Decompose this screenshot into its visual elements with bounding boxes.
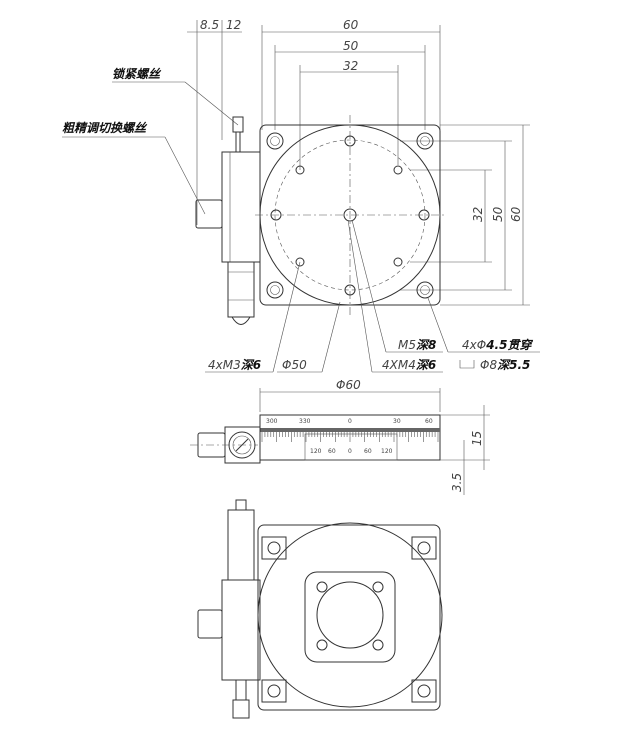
scale-bottom-label: 60 [364,448,372,455]
dim-12: 12 [226,18,241,32]
label-switch-screw: 粗精调切换螺丝 [62,121,148,135]
top-view [195,115,445,325]
callout-m5: M5深8 [398,338,436,352]
scale-top-label: 330 [299,418,311,425]
scale-bottom-label: 120 [310,448,322,455]
dim-60-right: 60 [509,206,523,222]
label-lock-screw: 锁紧螺丝 [112,67,162,81]
callout-cbore: Φ8深5.5 [480,358,530,372]
dim-60-top: 60 [343,18,359,32]
callouts: 4xM3深6 Φ50 M5深8 4XM4深6 4xΦ4.5贯穿 Φ8深5.5 [205,219,540,373]
dim-8-5: 8.5 [200,18,219,32]
dim-50-top: 50 [343,39,359,53]
callout-thru: 4xΦ4.5贯穿 [462,338,533,352]
scale-bottom-label: 60 [328,448,336,455]
dim-50-right: 50 [491,206,505,222]
m4-holes [270,135,430,296]
callout-d50: Φ50 [282,358,307,372]
dim-dia-60: Φ60 [336,378,361,392]
corner-holes [266,132,434,299]
scale-top-label: 0 [348,418,352,425]
callout-m3: 4xM3深6 [208,358,261,372]
m3-holes [295,165,403,267]
dim-32-right: 32 [471,207,485,222]
scale-band [260,428,440,432]
dim-32-top: 32 [343,59,358,73]
scale-bottom-label: 0 [348,448,352,455]
side-view: Φ60 300 330 0 30 60 120 60 0 60 120 15 3… [190,378,490,495]
m5-center-hole [343,208,357,222]
scale-ticks [261,432,439,442]
bottom-view [197,499,443,719]
dim-3-5: 3.5 [450,473,464,492]
scale-top-label: 300 [266,418,278,425]
left-labels: 锁紧螺丝 粗精调切换螺丝 [62,67,239,215]
dim-15: 15 [470,431,484,446]
scale-bottom-label: 120 [381,448,393,455]
micrometer [195,116,261,325]
scale-top-label: 30 [393,418,401,425]
right-dimensions: 32 50 60 [400,124,530,306]
scale-top-label: 60 [425,418,433,425]
callout-m4: 4XM4深6 [382,358,436,372]
top-dimensions: 8.5 12 60 50 32 [187,18,441,225]
